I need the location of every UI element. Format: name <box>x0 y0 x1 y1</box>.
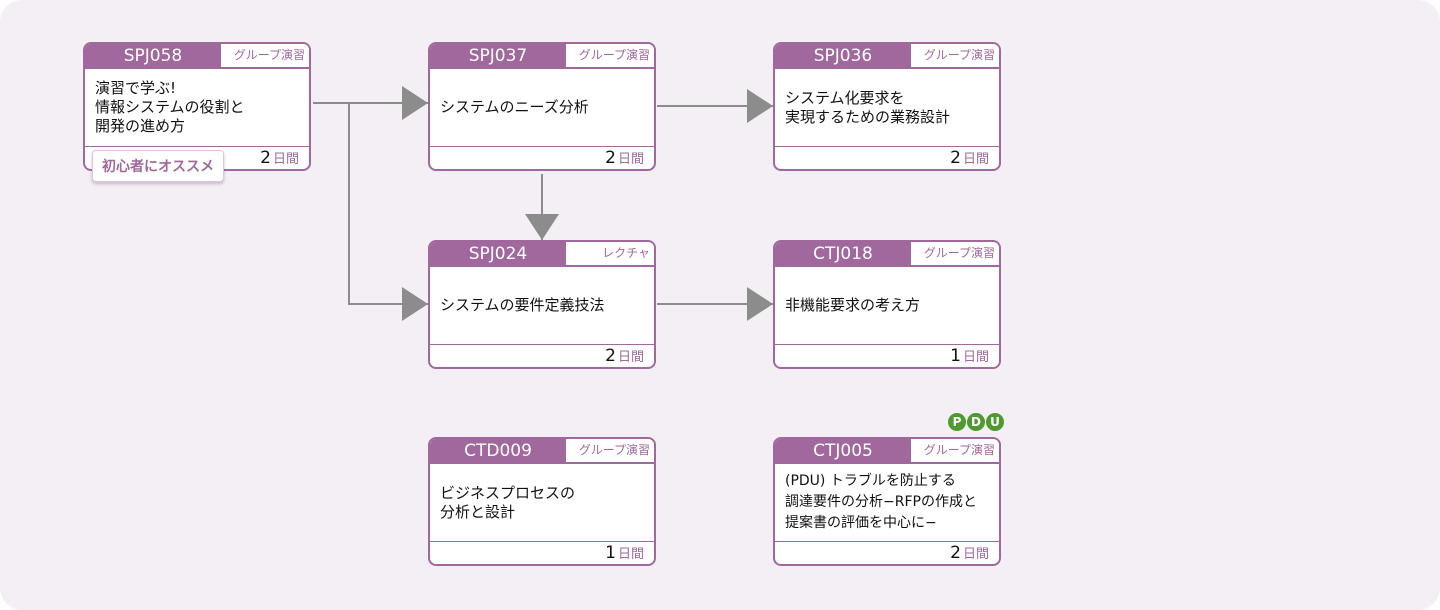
course-days-unit: 日間 <box>962 350 989 365</box>
course-code: SPJ024 <box>430 242 566 267</box>
course-type: グループ演習 <box>566 44 654 69</box>
course-type: グループ演習 <box>911 44 999 69</box>
course-days-unit: 日間 <box>617 152 644 167</box>
course-type: グループ演習 <box>566 439 654 464</box>
course-days: 2 <box>605 346 616 366</box>
course-days: 1 <box>605 543 616 563</box>
course-code: SPJ037 <box>430 44 566 69</box>
course-days-unit: 日間 <box>617 350 644 365</box>
course-type: グループ演習 <box>911 242 999 267</box>
course-code: CTD009 <box>430 439 566 464</box>
arrow-spj058-to-spj024 <box>348 103 428 321</box>
course-days: 2 <box>950 543 961 563</box>
pdu-badge: P D U <box>948 413 1004 431</box>
course-days: 2 <box>260 148 271 168</box>
course-days: 2 <box>605 148 616 168</box>
beginner-recommended-badge: 初心者にオススメ <box>92 150 224 182</box>
course-days: 1 <box>950 346 961 366</box>
course-days: 2 <box>950 148 961 168</box>
course-title: (PDU) トラブルを防止する 調達要件の分析−RFPの作成と 提案書の評価を中… <box>785 473 977 531</box>
course-title: システムの要件定義技法 <box>440 296 605 314</box>
course-code: CTJ005 <box>775 439 911 464</box>
course-code: CTJ018 <box>775 242 911 267</box>
pdu-letter-p: P <box>948 413 966 431</box>
course-card-ctj005[interactable]: CTJ005 グループ演習 (PDU) トラブルを防止する 調達要件の分析−RF… <box>773 437 1001 566</box>
course-type: グループ演習 <box>221 44 309 69</box>
course-title: システム化要求を 実現するための業務設計 <box>785 88 951 126</box>
course-title: 非機能要求の考え方 <box>785 296 921 314</box>
course-title: ビジネスプロセスの 分析と設計 <box>440 483 576 521</box>
course-days-unit: 日間 <box>962 152 989 167</box>
course-days-unit: 日間 <box>962 547 989 562</box>
course-days-unit: 日間 <box>272 152 299 167</box>
course-code: SPJ058 <box>85 44 221 69</box>
course-type: レクチャ <box>566 242 654 267</box>
course-card-spj058[interactable]: SPJ058 グループ演習 演習で学ぶ! 情報システムの役割と 開発の進め方 2… <box>83 42 311 171</box>
course-code: SPJ036 <box>775 44 911 69</box>
pdu-letter-u: U <box>986 413 1004 431</box>
pdu-letter-d: D <box>967 413 985 431</box>
course-days-unit: 日間 <box>617 547 644 562</box>
course-title: 演習で学ぶ! 情報システムの役割と 開発の進め方 <box>95 79 245 135</box>
course-title: システムのニーズ分析 <box>440 98 589 116</box>
course-type: グループ演習 <box>911 439 999 464</box>
